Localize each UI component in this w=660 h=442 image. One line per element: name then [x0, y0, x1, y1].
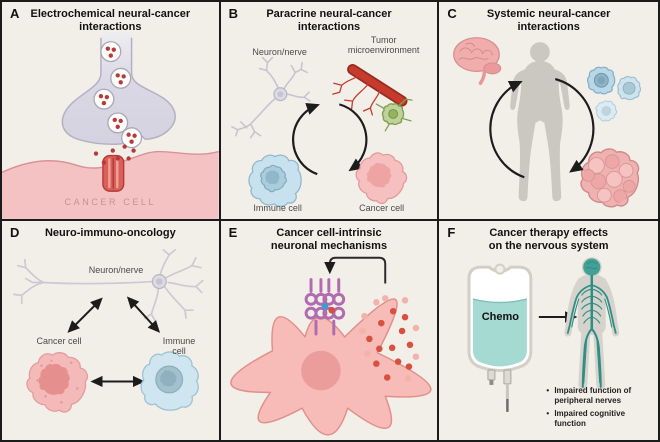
blue-ligand-dot: [321, 302, 328, 310]
blood-vessel-icon: [331, 63, 408, 116]
panel-a-title: Electrochemical neural-cancer interactio…: [30, 8, 191, 34]
neuron-icon: [13, 249, 204, 322]
immune-cell-icon: [141, 352, 198, 410]
panel-e: E Cancer cell-intrinsic neuronal mechani…: [221, 221, 440, 440]
synapse-cancer-cell-illustration: [2, 31, 219, 219]
interaction-arrows: [67, 296, 161, 388]
chemo-nervous-system-illustration: [467, 257, 620, 412]
chemo-bag-label: Chemo: [481, 311, 519, 323]
panel-f: F Cancer therapy effects on the nervous …: [439, 221, 658, 440]
panel-c-letter: C: [447, 6, 457, 21]
cancer-cell-icon: [18, 344, 95, 420]
tumor-microenvironment-label: Tumor microenvironment: [347, 35, 420, 56]
panel-b-letter: B: [228, 6, 239, 21]
therapy-effects-list: Impaired function of peripheral nerves I…: [546, 386, 650, 432]
panel-c-title: Systemic neural-cancer interactions: [486, 8, 611, 34]
iv-bag-icon: [467, 263, 533, 412]
panel-a-letter: A: [10, 6, 20, 21]
cancer-cell-label: Cancer cell: [359, 203, 405, 213]
receptor-icon: [304, 278, 345, 336]
cancer-cell-icon: [347, 144, 414, 211]
neuro-immuno-oncology-illustration: [2, 249, 219, 440]
bullet-item: Impaired function of peripheral nerves: [546, 386, 650, 407]
panel-d-title: Neuro-immuno-oncology: [44, 227, 176, 239]
immune-cell-icon: [249, 155, 301, 206]
panel-b-title: Paracrine neural-cancer interactions: [266, 8, 392, 34]
cancer-cell-body: [229, 298, 432, 436]
immune-cells-icon: [588, 67, 642, 124]
panel-f-letter: F: [447, 225, 456, 240]
immune-cell-label: Immune cell: [253, 203, 302, 213]
synaptic-vesicles-icon: [93, 41, 143, 149]
feedback-arrow: [323, 256, 386, 284]
neuron-nerve-label: Neuron/nerve: [252, 47, 307, 57]
autocrine-signaling-illustration: [229, 256, 432, 436]
cycle-arrows: [489, 78, 595, 179]
panel-e-letter: E: [228, 225, 238, 240]
cycle-arrows: [291, 103, 368, 176]
neuron-nerve-label: Neuron/nerve: [88, 265, 144, 275]
panel-d-letter: D: [10, 225, 20, 240]
panel-c: C Systemic neural-cancer interactions: [439, 2, 658, 221]
secreted-ligand-dots: [358, 295, 419, 382]
nervous-system-body-icon: [564, 257, 620, 390]
cancer-cell-label: CANCER CELL: [64, 197, 157, 207]
red-ligand-dot: [328, 306, 335, 314]
paracrine-cycle-illustration: [230, 56, 438, 219]
released-neurotransmitter-dots: [93, 144, 136, 165]
tumor-mass-icon: [575, 143, 645, 212]
panel-f-title: Cancer therapy effects on the nervous sy…: [488, 227, 609, 253]
brain-icon: [453, 37, 502, 85]
receptor-channel-icon: [102, 154, 125, 192]
cancer-cell-label: Cancer cell: [36, 336, 82, 346]
panel-a: A Electrochemical neural-cancer interact…: [2, 2, 221, 221]
stromal-cell-icon: [375, 98, 413, 132]
immune-cell-label: Immune cell: [162, 336, 196, 357]
panel-b: B Paracrine neural-cancer interactions: [220, 2, 440, 221]
human-body-silhouette: [510, 42, 571, 202]
neuron-icon: [230, 56, 311, 139]
panel-e-title: Cancer cell-intrinsic neuronal mechanism…: [270, 227, 388, 253]
panel-d: D Neuro-immuno-oncology: [2, 221, 221, 440]
systemic-cycle-illustration: [453, 37, 658, 219]
bullet-item: Impaired cognitive function: [546, 409, 650, 430]
